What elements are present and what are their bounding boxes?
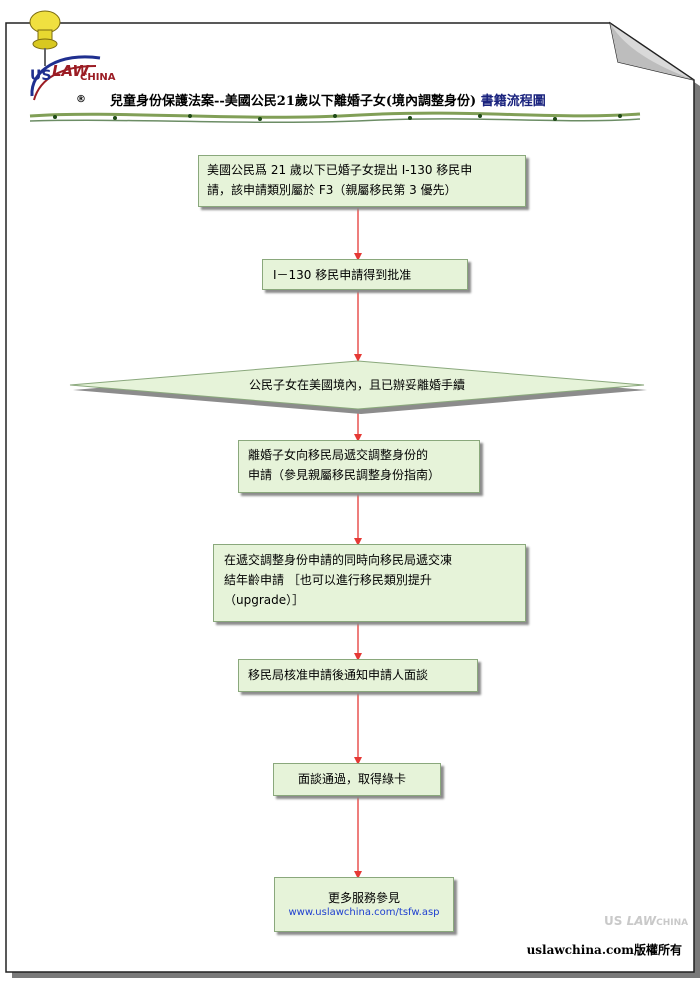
step-4-line-2: 申請（參見親屬移民調整身份指南） <box>248 468 441 482</box>
logo-law: LAW <box>52 62 89 80</box>
page-title: 兒童身份保護法案--美國公民21歲以下離婚子女(境內調整身份) 書籍流程圖 <box>110 90 546 109</box>
step-4-line-1: 離婚子女向移民局遞交調整身份的 <box>248 448 429 462</box>
step-4-box: 離婚子女向移民局遞交調整身份的 申請（參見親屬移民調整身份指南） <box>238 440 480 493</box>
step-5-line-3: （upgrade）］ <box>224 593 305 607</box>
step-1-line-1: 美國公民爲 21 歲以下已婚子女提出 I-130 移民申 <box>207 163 473 177</box>
more-services-link[interactable]: www.uslawchina.com/tsfw.asp <box>288 907 440 918</box>
step-6-box: 移民局核准申請後通知申請人面談 <box>238 659 478 692</box>
step-6-line-1: 移民局核准申請後通知申請人面談 <box>248 668 429 682</box>
step-5-line-2: 結年齡申請 ［也可以進行移民類別提升 <box>224 573 432 587</box>
step-2-box: I－130 移民申請得到批准 <box>262 259 468 290</box>
step-7-line-1: 面談通過，取得綠卡 <box>298 772 407 786</box>
step-8-box: 更多服務參見 www.uslawchina.com/tsfw.asp <box>274 877 454 932</box>
step-5-box: 在遞交調整身份申請的同時向移民局遞交凍 結年齡申請 ［也可以進行移民類別提升 （… <box>213 544 526 622</box>
step-2-line-1: I－130 移民申請得到批准 <box>273 268 412 282</box>
logo-us: US <box>30 68 52 84</box>
logo-swoosh <box>30 55 101 101</box>
step-7-box: 面談通過，取得綠卡 <box>273 763 441 796</box>
watermark-logo: US LAWCHINA <box>604 914 689 928</box>
logo-china: CHINA <box>80 72 116 83</box>
step-1-line-2: 請，該申請類別屬於 F3（親屬移民第 3 優先） <box>207 183 457 197</box>
step-8-line-1: 更多服務參見 <box>327 891 400 905</box>
copyright-footer: uslawchina.com版權所有 <box>526 943 682 957</box>
logo-registered: ® <box>76 94 86 105</box>
title-underline <box>29 111 641 124</box>
decision-diamond <box>69 360 647 414</box>
step-3-text: 公民子女在美國境內，且已辦妥離婚手續 <box>248 378 465 392</box>
title-tail: 書籍流程圖 <box>480 94 546 109</box>
pushpin-icon <box>29 10 61 66</box>
step-1-box: 美國公民爲 21 歲以下已婚子女提出 I-130 移民申 請，該申請類別屬於 F… <box>198 155 526 207</box>
title-main: 兒童身份保護法案--美國公民21歲以下離婚子女(境內調整身份) <box>110 94 477 109</box>
step-5-line-1: 在遞交調整身份申請的同時向移民局遞交凍 <box>224 553 453 567</box>
